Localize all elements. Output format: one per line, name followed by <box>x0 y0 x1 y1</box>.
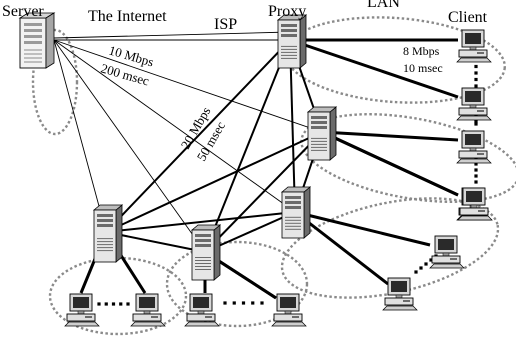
ellipsis-dot <box>474 64 478 69</box>
client-computer-icon-c5 <box>457 187 493 221</box>
client-computer-icon-c6 <box>429 235 465 269</box>
internet-link-server-p2 <box>53 39 323 133</box>
ellipsis-dot <box>474 84 478 88</box>
isp-label: ISP <box>214 16 237 33</box>
isp-link-p3-p4 <box>105 211 296 233</box>
ellipsis-dot <box>474 120 478 124</box>
client-computer-icon-c10 <box>184 293 220 327</box>
client-computer-icon-c8 <box>64 293 100 327</box>
clients-ellipsis-1 <box>474 58 478 88</box>
ellipsis-dot <box>474 77 478 82</box>
lan-delay-label: 10 msec <box>403 61 443 75</box>
lan-link-p2-c5 <box>321 130 459 197</box>
proxy-server-icon-p5 <box>190 224 222 281</box>
ellipsis-dot <box>424 262 428 266</box>
client-computer-icon-c11 <box>271 293 307 327</box>
ellipsis-dot <box>474 174 478 178</box>
proxy5-lan-cluster <box>165 240 309 328</box>
ellipsis-dot <box>251 301 255 305</box>
lan-link-p3-c6 <box>294 210 431 247</box>
nodes-layer <box>18 12 493 327</box>
ellipsis-dot <box>474 162 478 166</box>
ellipsis-dot <box>223 301 227 305</box>
proxy-label: Proxy <box>268 3 306 20</box>
lan-link-p1-c2 <box>289 38 459 99</box>
internet-link-top <box>53 31 291 39</box>
client-label: Client <box>448 9 488 26</box>
ellipsis-dot <box>111 302 116 306</box>
ellipsis-dot <box>474 122 478 126</box>
isp-link-p1-p4 <box>105 39 291 233</box>
server-label: Server <box>2 3 44 20</box>
server-tower-icon <box>18 12 56 69</box>
proxy-server-icon-p1 <box>276 14 308 69</box>
isp-link-p2-p5 <box>204 131 323 253</box>
client-computer-icon-c1 <box>456 29 492 63</box>
ellipsis-dot <box>429 258 433 262</box>
proxy-server-icon-p4 <box>92 204 124 263</box>
ellipsis-dot <box>119 302 123 306</box>
isp-link-p1-p5 <box>204 39 291 253</box>
lan-label: LAN <box>367 0 400 11</box>
ellipsis-dot <box>474 180 478 184</box>
ellipsis-dot <box>474 168 478 172</box>
client-computer-icon-c9 <box>130 293 166 327</box>
internet-label: The Internet <box>88 8 167 25</box>
isp-link-p4-p5 <box>105 231 206 253</box>
lan-link-p3-c7 <box>294 210 389 286</box>
proxy-server-icon-p3 <box>280 186 312 239</box>
ellipsis-dot <box>241 301 246 305</box>
lan-bandwidth-label: 8 Mbps <box>403 44 440 58</box>
ellipsis-dot <box>97 302 101 306</box>
client-computer-icon-c3 <box>456 130 492 164</box>
lan-link-p2-c3 <box>321 130 459 142</box>
clusters-layer <box>31 16 516 336</box>
clients-ellipsis-5 <box>223 301 264 305</box>
ellipsis-dot <box>232 301 236 305</box>
internet-cluster <box>31 28 79 136</box>
internet-link-server-p4 <box>53 39 107 233</box>
ellipsis-dot <box>474 71 478 75</box>
isp-link-p2-p4 <box>105 131 323 233</box>
internet-link-server-p3 <box>53 39 296 213</box>
ellipsis-dot <box>104 302 108 306</box>
clients-ellipsis-4 <box>97 302 130 306</box>
isp-link-p1-p3 <box>289 39 296 213</box>
internet-link-server-p5 <box>53 39 206 253</box>
proxy-server-icon-p2 <box>306 106 338 161</box>
client-computer-icon-c2 <box>456 87 492 121</box>
ellipsis-dot <box>126 302 130 306</box>
ellipsis-dot <box>260 301 264 305</box>
ellipsis-dot <box>414 270 418 274</box>
proxy4-lan-cluster <box>48 256 188 336</box>
client-computer-icon-c7 <box>382 277 418 311</box>
ellipsis-dot <box>419 266 423 270</box>
